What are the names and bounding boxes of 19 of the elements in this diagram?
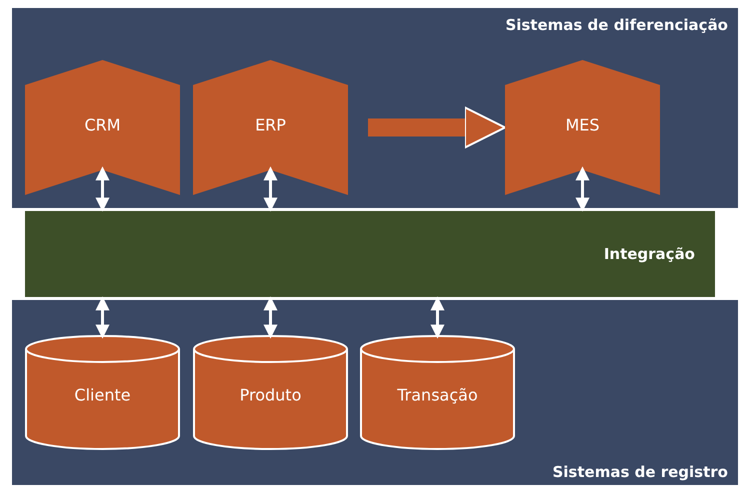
- double-arrow: [576, 166, 590, 212]
- system-panel: [12, 8, 738, 208]
- double-arrow: [430, 296, 444, 339]
- block-arrow: [368, 106, 506, 148]
- system-panel: [12, 300, 738, 485]
- panel-title: Sistemas de registro: [552, 463, 728, 481]
- band-title: Integração: [604, 245, 695, 263]
- node-label: MES: [564, 115, 601, 134]
- double-arrow: [264, 296, 278, 339]
- double-arrow: [264, 166, 278, 212]
- node-label: Produto: [238, 385, 302, 404]
- integration-band: [22, 208, 718, 300]
- node-label: ERP: [254, 115, 287, 134]
- node-label: CRM: [83, 115, 122, 134]
- node-label: Cliente: [73, 385, 132, 404]
- double-arrow: [96, 166, 110, 212]
- double-arrow: [96, 296, 110, 339]
- node-label: Transação: [396, 385, 479, 404]
- panel-title: Sistemas de diferenciação: [505, 16, 728, 34]
